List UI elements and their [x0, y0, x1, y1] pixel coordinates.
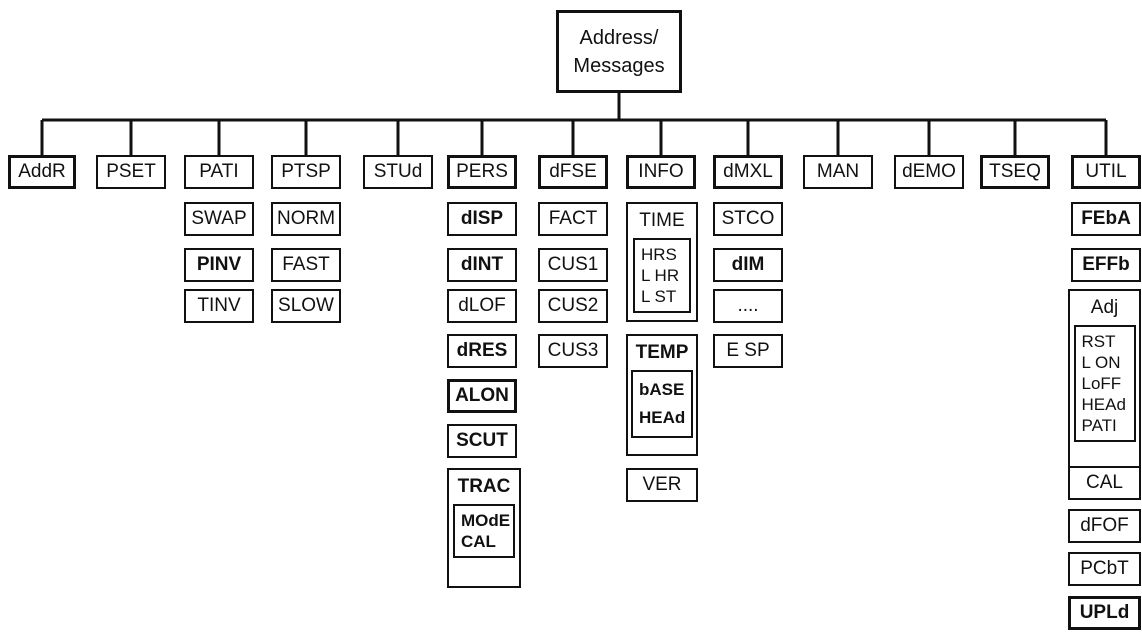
ptsp-item-norm: NORM: [271, 202, 341, 236]
dmxl-item-dim: dIM: [713, 248, 783, 282]
time-label: TIME: [639, 210, 685, 231]
adj-sub-lon: L ON: [1081, 353, 1121, 372]
adj-sub-pati: PATI: [1081, 416, 1117, 435]
trac-sub-box: MOdE CAL: [453, 504, 515, 558]
adj-sub-rst: RST: [1081, 332, 1116, 351]
trac-label: TRAC: [457, 476, 511, 497]
dmxl-item-ellipsis: ....: [713, 289, 783, 323]
menu-demo: dEMO: [894, 155, 964, 189]
dfse-item-cus2: CUS2: [538, 289, 608, 323]
dfse-item-cus1: CUS1: [538, 248, 608, 282]
menu-man: MAN: [803, 155, 873, 189]
util-item-cal: CAL: [1068, 466, 1141, 500]
adj-label: Adj: [1090, 297, 1119, 318]
menu-info: INFO: [626, 155, 696, 189]
pati-item-tinv: TINV: [184, 289, 254, 323]
util-item-effb: EFFb: [1071, 248, 1141, 282]
dmxl-item-esp: E SP: [713, 334, 783, 368]
pers-item-dres: dRES: [447, 334, 517, 368]
temp-sub-head: HEAd: [639, 408, 686, 427]
trac-sub-cal: CAL: [461, 532, 496, 551]
ptsp-item-fast: FAST: [271, 248, 341, 282]
menu-addr: AddR: [8, 155, 76, 189]
root-line-2: Messages: [573, 54, 665, 77]
menu-pati: PATI: [184, 155, 254, 189]
dmxl-item-stco: STCO: [713, 202, 783, 236]
adj-sub-loff: LoFF: [1081, 374, 1122, 393]
pers-item-scut: SCUT: [447, 424, 517, 458]
time-sub-lhr: L HR: [641, 266, 680, 285]
util-item-feba: FEbA: [1071, 202, 1141, 236]
ptsp-item-slow: SLOW: [271, 289, 341, 323]
pers-trac-group: TRAC MOdE CAL: [447, 468, 521, 588]
info-item-ver: VER: [626, 468, 698, 502]
menu-pers: PERS: [447, 155, 517, 189]
adj-sub-box: RST L ON LoFF HEAd PATI: [1073, 325, 1136, 442]
pers-item-disp: dISP: [447, 202, 517, 236]
menu-ptsp: PTSP: [271, 155, 341, 189]
menu-util: UTIL: [1071, 155, 1141, 189]
adj-sub-head: HEAd: [1081, 395, 1126, 414]
pers-item-dlof: dLOF: [447, 289, 517, 323]
menu-tseq: TSEQ: [980, 155, 1050, 189]
util-adj-group: Adj RST L ON LoFF HEAd PATI: [1068, 289, 1141, 489]
dfse-item-fact: FACT: [538, 202, 608, 236]
pers-item-alon: ALON: [447, 379, 517, 413]
info-temp-group: TEMP bASE HEAd: [626, 334, 698, 456]
temp-sub-base: bASE: [639, 380, 685, 399]
pers-item-dint: dINT: [447, 248, 517, 282]
temp-label: TEMP: [635, 342, 689, 363]
time-sub-lst: L ST: [641, 287, 677, 306]
util-item-dfof: dFOF: [1068, 509, 1141, 543]
pati-item-pinv: PINV: [184, 248, 254, 282]
dfse-item-cus3: CUS3: [538, 334, 608, 368]
pati-item-swap: SWAP: [184, 202, 254, 236]
trac-sub-mode: MOdE: [461, 511, 511, 530]
menu-dmxl: dMXL: [713, 155, 783, 189]
root-address-messages: Address/ Messages: [556, 10, 682, 93]
menu-dfse: dFSE: [538, 155, 608, 189]
time-sub-box: HRS L HR L ST: [633, 238, 691, 313]
menu-pset: PSET: [96, 155, 166, 189]
menu-stud: STUd: [363, 155, 433, 189]
root-line-1: Address/: [579, 26, 659, 49]
temp-sub-box: bASE HEAd: [631, 370, 693, 438]
time-sub-hrs: HRS: [641, 245, 677, 264]
util-item-pcbt: PCbT: [1068, 552, 1141, 586]
util-item-upld: UPLd: [1068, 596, 1141, 630]
info-time-group: TIME HRS L HR L ST: [626, 202, 698, 322]
